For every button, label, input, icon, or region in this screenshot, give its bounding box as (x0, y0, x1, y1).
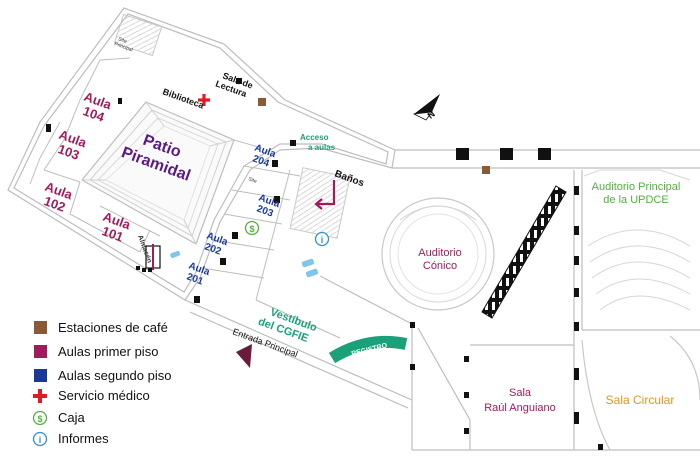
label-almacen: Almacén (136, 234, 153, 264)
red-cross-icon (198, 94, 210, 106)
legend-label: Informes (58, 431, 109, 446)
legend-label: Estaciones de café (58, 320, 168, 335)
site-hatch (113, 13, 163, 57)
svg-text:i: i (39, 435, 42, 445)
label-biblioteca: Biblioteca (161, 86, 206, 110)
legend-label: Servicio médico (58, 388, 150, 403)
label-sala-circular: Sala Circular (606, 393, 675, 407)
coffee-station-square (34, 321, 47, 334)
right-building-outline (392, 149, 700, 451)
info-icon: i (314, 231, 330, 247)
legend-item-aulas-primer-piso: Aulas primer piso (34, 344, 158, 359)
entrance-arrow-icon (236, 344, 252, 368)
legend-item-servicio-medico: Servicio médico (33, 388, 150, 403)
banos-arrow-icon (314, 180, 336, 210)
registro-desk (328, 335, 408, 364)
sala-circular-arc (581, 339, 611, 451)
dollar-icon: $ (244, 220, 260, 236)
north-arrow-icon: N (412, 94, 440, 121)
map-legend: Estaciones de café Aulas primer piso Aul… (32, 320, 171, 447)
classroom-dividers (29, 57, 301, 301)
label-aula-104: Aula104 (77, 89, 114, 126)
info-icon: i (32, 431, 48, 447)
auditorio-conico-shape (381, 197, 495, 311)
dollar-icon: $ (32, 410, 48, 426)
legend-label: Caja (58, 410, 86, 425)
label-aula-102: Aula102 (38, 179, 75, 216)
label-site: Site (247, 176, 257, 185)
magenta-square (34, 345, 47, 358)
svg-text:$: $ (249, 224, 254, 234)
svg-text:$: $ (37, 414, 42, 424)
label-aula-201: Aula201 (183, 260, 211, 288)
columns (46, 78, 603, 450)
svg-text:i: i (321, 235, 324, 245)
sala-circular-arc-right (669, 335, 700, 401)
patio-piramidal-area (81, 101, 235, 245)
main-building-outline (7, 7, 396, 301)
legend-item-caja: $ Caja (32, 410, 86, 426)
legend-item-aulas-segundo-piso: Aulas segundo piso (34, 368, 171, 383)
coffee-station-icon (482, 166, 490, 174)
coffee-station-icon (258, 98, 266, 106)
label-aula-202: Aula202 (201, 230, 229, 258)
north-label: N (425, 109, 436, 121)
legend-item-cafe: Estaciones de café (34, 320, 168, 335)
auditorio-principal-seating (583, 169, 691, 311)
legend-item-informes: i Informes (32, 431, 109, 447)
restroom-icon (170, 250, 319, 278)
label-aula-103: Aula103 (52, 127, 89, 164)
blue-square (34, 369, 47, 382)
label-aula-101: Aula101 (96, 209, 133, 246)
legend-label: Aulas segundo piso (58, 368, 171, 383)
diagonal-staircase (481, 185, 567, 319)
legend-label: Aulas primer piso (58, 344, 158, 359)
entrance-corridor (184, 275, 413, 409)
red-cross-icon (33, 389, 47, 403)
